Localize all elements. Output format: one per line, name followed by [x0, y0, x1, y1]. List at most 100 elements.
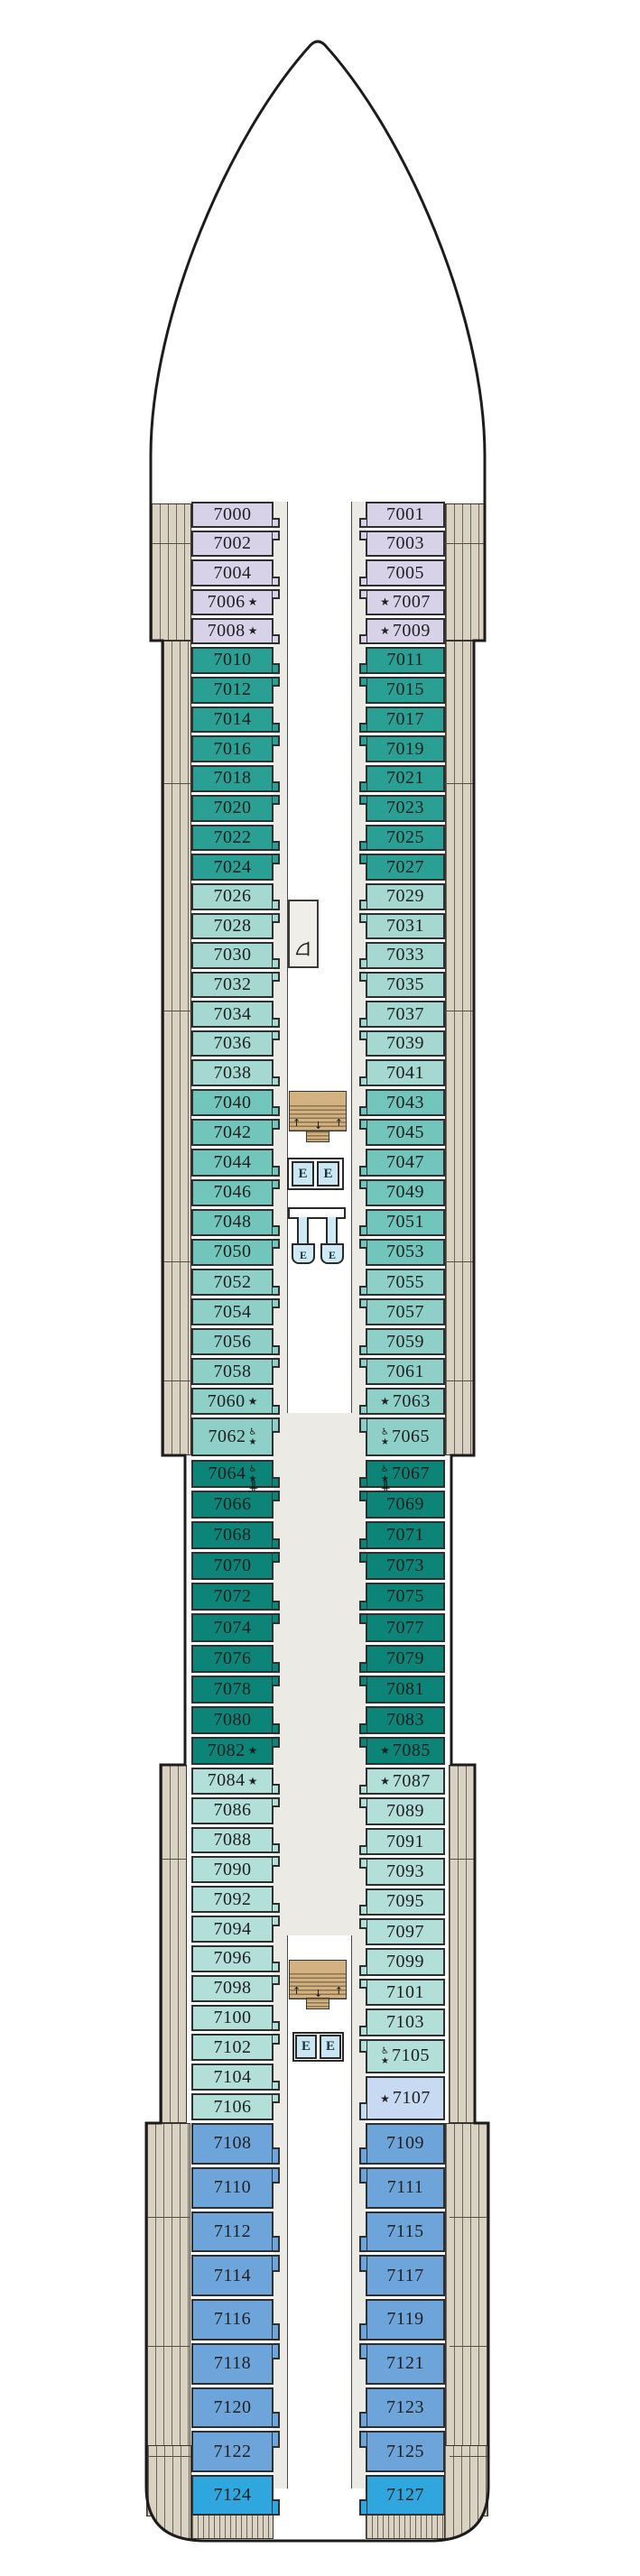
cabin-7077[interactable]: 7077: [359, 1613, 445, 1642]
cabin-7074[interactable]: 7074: [191, 1613, 280, 1642]
cabin-7064[interactable]: 7064♿★╫: [191, 1460, 280, 1496]
cabin-7050[interactable]: 7050: [191, 1238, 280, 1267]
cabin-7034[interactable]: 7034: [191, 1001, 280, 1028]
cabin-7024[interactable]: 7024: [191, 854, 280, 881]
cabin-7017[interactable]: 7017: [359, 706, 445, 734]
cabin-7007[interactable]: ★7007: [359, 588, 445, 615]
cabin-7116[interactable]: 7116: [191, 2299, 280, 2341]
cabin-7005[interactable]: 7005: [359, 559, 445, 586]
cabin-7058[interactable]: 7058: [191, 1358, 280, 1385]
cabin-7114[interactable]: 7114: [191, 2255, 280, 2296]
cabin-7053[interactable]: 7053: [359, 1238, 445, 1267]
cabin-7045[interactable]: 7045: [359, 1119, 445, 1147]
cabin-7088[interactable]: 7088: [191, 1826, 280, 1854]
cabin-7011[interactable]: 7011: [359, 647, 445, 674]
cabin-7095[interactable]: 7095: [359, 1888, 445, 1916]
cabin-7008[interactable]: 7008★: [191, 617, 280, 645]
cabin-7030[interactable]: 7030: [191, 942, 280, 969]
cabin-7068[interactable]: 7068: [191, 1521, 280, 1550]
cabin-7038[interactable]: 7038: [191, 1059, 280, 1087]
cabin-7072[interactable]: 7072: [191, 1583, 280, 1611]
cabin-7061[interactable]: 7061: [359, 1358, 445, 1385]
cabin-7062[interactable]: 7062♿★: [191, 1417, 280, 1456]
cabin-7098[interactable]: 7098: [191, 1974, 280, 2002]
cabin-7065[interactable]: ♿★7065: [359, 1417, 445, 1456]
cabin-7080[interactable]: 7080: [191, 1705, 280, 1734]
cabin-7056[interactable]: 7056: [191, 1328, 280, 1355]
cabin-7051[interactable]: 7051: [359, 1208, 445, 1237]
cabin-7100[interactable]: 7100: [191, 2004, 280, 2032]
cabin-7125[interactable]: 7125: [359, 2431, 445, 2472]
cabin-7087[interactable]: ★7087: [359, 1768, 445, 1796]
cabin-7049[interactable]: 7049: [359, 1178, 445, 1206]
cabin-7042[interactable]: 7042: [191, 1119, 280, 1147]
cabin-7035[interactable]: 7035: [359, 971, 445, 999]
cabin-7081[interactable]: 7081: [359, 1675, 445, 1703]
cabin-7069[interactable]: 7069: [359, 1491, 445, 1519]
cabin-7060[interactable]: 7060★: [191, 1388, 280, 1415]
cabin-7105[interactable]: ♿★7105: [359, 2038, 445, 2073]
cabin-7021[interactable]: 7021: [359, 765, 445, 792]
cabin-7040[interactable]: 7040: [191, 1089, 280, 1117]
cabin-7012[interactable]: 7012: [191, 676, 280, 704]
cabin-7085[interactable]: ★7085: [359, 1736, 445, 1765]
cabin-7039[interactable]: 7039: [359, 1029, 445, 1057]
cabin-7101[interactable]: 7101: [359, 1978, 445, 2007]
cabin-7055[interactable]: 7055: [359, 1269, 445, 1296]
cabin-7117[interactable]: 7117: [359, 2255, 445, 2296]
cabin-7048[interactable]: 7048: [191, 1208, 280, 1237]
cabin-7002[interactable]: 7002: [191, 531, 280, 558]
cabin-7010[interactable]: 7010: [191, 647, 280, 674]
cabin-7044[interactable]: 7044: [191, 1149, 280, 1177]
cabin-7026[interactable]: 7026: [191, 883, 280, 910]
cabin-7041[interactable]: 7041: [359, 1059, 445, 1087]
cabin-7046[interactable]: 7046: [191, 1178, 280, 1206]
cabin-7070[interactable]: 7070: [191, 1552, 280, 1581]
cabin-7106[interactable]: 7106: [191, 2093, 280, 2120]
cabin-7059[interactable]: 7059: [359, 1328, 445, 1355]
cabin-7001[interactable]: 7001: [359, 502, 445, 529]
cabin-7003[interactable]: 7003: [359, 531, 445, 558]
cabin-7063[interactable]: ★7063: [359, 1388, 445, 1415]
cabin-7000[interactable]: 7000: [191, 502, 280, 529]
cabin-7027[interactable]: 7027: [359, 854, 445, 881]
cabin-7089[interactable]: 7089: [359, 1797, 445, 1825]
cabin-7023[interactable]: 7023: [359, 794, 445, 822]
cabin-7082[interactable]: 7082★: [191, 1736, 280, 1765]
cabin-7102[interactable]: 7102: [191, 2034, 280, 2062]
cabin-7079[interactable]: 7079: [359, 1644, 445, 1673]
cabin-7110[interactable]: 7110: [191, 2166, 280, 2209]
cabin-7096[interactable]: 7096: [191, 1944, 280, 1972]
cabin-7075[interactable]: 7075: [359, 1583, 445, 1611]
cabin-7078[interactable]: 7078: [191, 1675, 280, 1703]
cabin-7086[interactable]: 7086: [191, 1796, 280, 1824]
cabin-7091[interactable]: 7091: [359, 1827, 445, 1856]
cabin-7016[interactable]: 7016: [191, 735, 280, 762]
cabin-7097[interactable]: 7097: [359, 1918, 445, 1946]
cabin-7073[interactable]: 7073: [359, 1552, 445, 1581]
cabin-7093[interactable]: 7093: [359, 1858, 445, 1886]
cabin-7118[interactable]: 7118: [191, 2342, 280, 2385]
cabin-7028[interactable]: 7028: [191, 912, 280, 940]
cabin-7006[interactable]: 7006★: [191, 588, 280, 615]
cabin-7109[interactable]: 7109: [359, 2123, 445, 2165]
cabin-7112[interactable]: 7112: [191, 2211, 280, 2253]
cabin-7020[interactable]: 7020: [191, 794, 280, 822]
cabin-7071[interactable]: 7071: [359, 1521, 445, 1550]
cabin-7054[interactable]: 7054: [191, 1298, 280, 1325]
cabin-7067[interactable]: ♿★7067╫: [359, 1460, 445, 1496]
cabin-7004[interactable]: 7004: [191, 559, 280, 586]
cabin-7031[interactable]: 7031: [359, 912, 445, 940]
cabin-7083[interactable]: 7083: [359, 1705, 445, 1734]
cabin-7099[interactable]: 7099: [359, 1948, 445, 1977]
cabin-7033[interactable]: 7033: [359, 942, 445, 969]
cabin-7123[interactable]: 7123: [359, 2387, 445, 2429]
cabin-7107[interactable]: ★7107: [359, 2076, 445, 2120]
cabin-7076[interactable]: 7076: [191, 1644, 280, 1673]
cabin-7103[interactable]: 7103: [359, 2008, 445, 2037]
cabin-7032[interactable]: 7032: [191, 971, 280, 999]
cabin-7047[interactable]: 7047: [359, 1149, 445, 1177]
cabin-7037[interactable]: 7037: [359, 1001, 445, 1028]
cabin-7014[interactable]: 7014: [191, 706, 280, 734]
cabin-7124[interactable]: 7124: [191, 2475, 280, 2516]
